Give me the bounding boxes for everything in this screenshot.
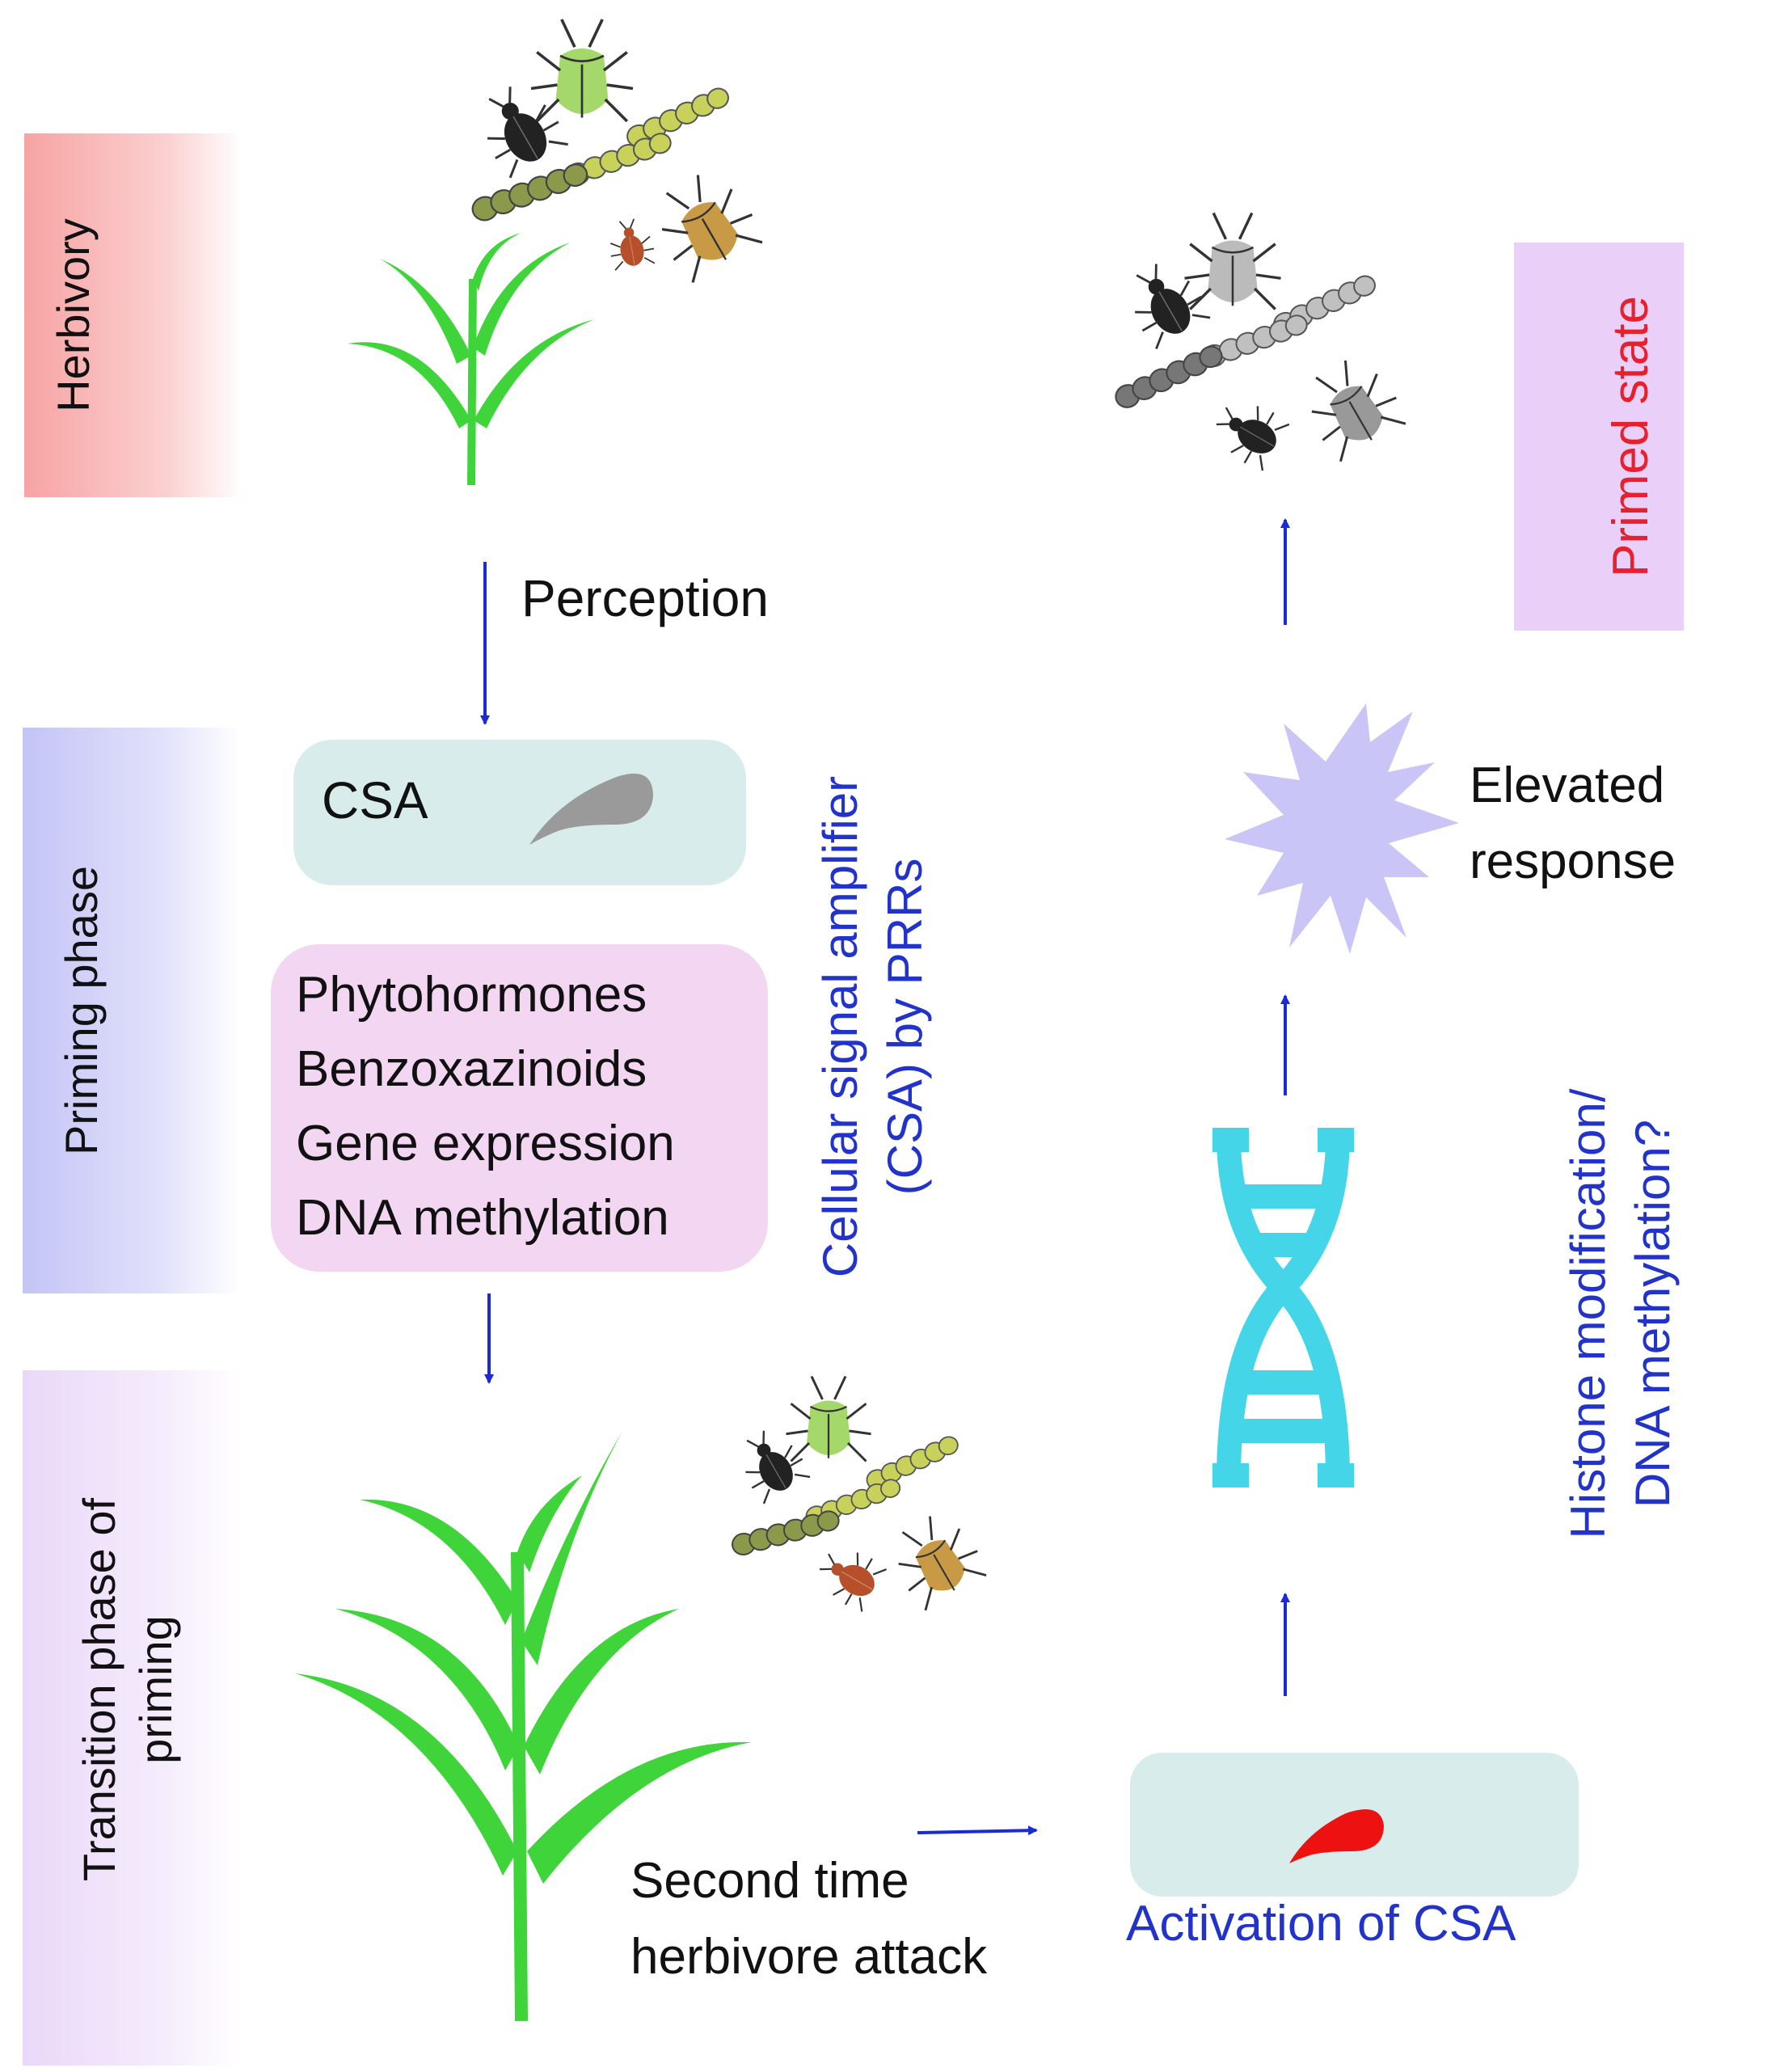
priming-phase-panel bbox=[23, 728, 241, 1293]
plant-icon-bottom bbox=[295, 1431, 752, 2022]
priming-list-box bbox=[271, 944, 768, 1272]
leaf-drop-icon-grey bbox=[529, 773, 653, 845]
list-item-gene-expression: Gene expression bbox=[296, 1116, 675, 1171]
attack-arrow bbox=[917, 1825, 1038, 1836]
leaf-drop-icon-red bbox=[1289, 1809, 1384, 1863]
second-line-1: Second time bbox=[630, 1853, 909, 1909]
list-item-benzoxazinoids: Benzoxazinoids bbox=[296, 1041, 647, 1097]
starburst-icon bbox=[1225, 703, 1459, 954]
insect-cluster-icon-top bbox=[466, 18, 769, 287]
activation-label: Activation of CSA bbox=[1126, 1896, 1516, 1952]
primed-state-panel bbox=[1514, 243, 1684, 631]
insect-cluster-icon-grey bbox=[1109, 211, 1411, 474]
list-item-dna-methylation: DNA methylation bbox=[296, 1190, 669, 1246]
perception-label: Perception bbox=[521, 569, 769, 627]
elevated-line-2: response bbox=[1470, 833, 1676, 889]
plant-icon-top bbox=[348, 233, 594, 486]
second-attack-label: Second time herbivore attack bbox=[630, 1843, 987, 1995]
list-item-phytohormones: Phytohormones bbox=[296, 967, 647, 1023]
csa-box-label: CSA bbox=[322, 771, 428, 829]
elevated-response-label: Elevated response bbox=[1470, 748, 1676, 900]
second-line-2: herbivore attack bbox=[630, 1929, 988, 1985]
insect-cluster-icon-bottom bbox=[728, 1375, 992, 1615]
dna-helix-icon bbox=[1212, 1128, 1354, 1488]
transition-phase-panel bbox=[23, 1370, 241, 2066]
herbivory-panel bbox=[24, 133, 242, 497]
elevated-line-1: Elevated bbox=[1470, 757, 1665, 813]
csa-box bbox=[293, 740, 746, 885]
